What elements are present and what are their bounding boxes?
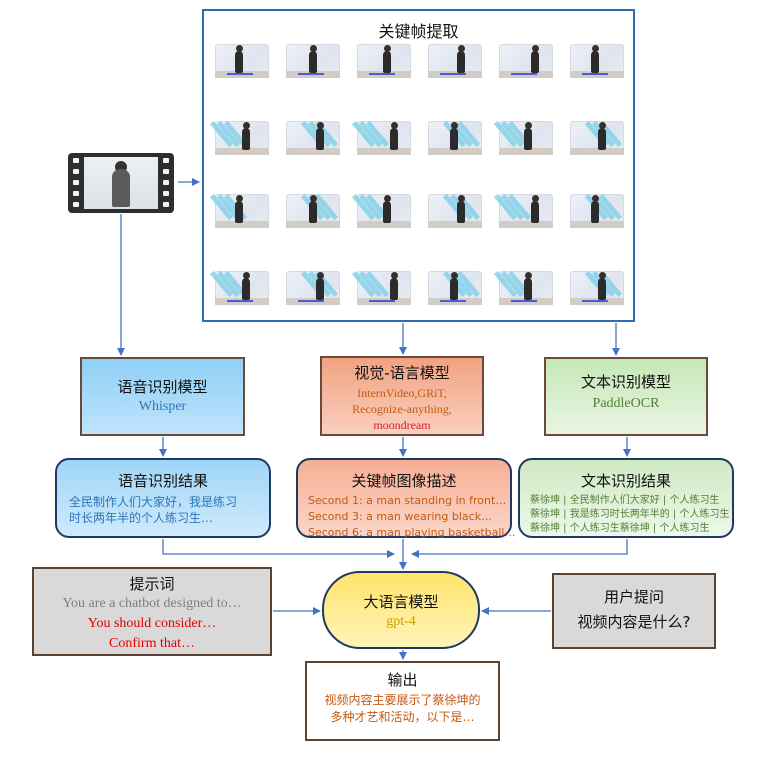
output-line-2: 多种才艺和活动，以下是… [330,710,475,724]
keyframe-panel-title: 关键帧提取 [378,22,459,41]
large-language-model-box: 大语言模型 gpt-4 [322,571,480,649]
film-sprocket-hole [163,169,169,174]
keyframe-thumbnail [570,120,624,155]
keyframe-thumbnail [351,120,411,155]
keyframe-extraction-panel: 关键帧提取 [202,9,635,322]
keyframe-thumbnail [215,44,269,78]
ocr-result-label: 文本识别结果 [580,472,671,490]
keyframe-thumbnail [493,193,553,228]
kf-desc-line-2: Second 3: a man wearing black… [308,510,493,523]
vlm-model-list-3: moondream [373,418,431,432]
speech-recognition-model-box: 语音识别模型 Whisper [80,357,245,436]
arrow-ocr-result-to-llm [411,539,628,558]
vlm-model-label: 视觉-语言模型 [354,364,450,382]
keyframe-thumbnail [428,44,482,78]
film-sprocket-hole [73,158,79,163]
keyframe-thumbnail [493,120,553,155]
user-question-text: 视频内容是什么? [577,613,691,631]
keyframe-thumbnail [209,193,269,228]
keyframe-thumbnail [357,44,411,78]
keyframe-thumbnail [570,270,624,305]
keyframe-thumbnail [428,270,482,305]
vision-language-model-box: 视觉-语言模型 InternVideo,GRiT, Recognize-anyt… [320,356,484,436]
llm-name: gpt-4 [386,614,416,629]
kf-desc-line-3: Second 6: a man playing basketball… [308,526,516,539]
kf-desc-line-1: Second 1: a man standing in front… [308,494,507,507]
user-question-label: 用户提问 [603,588,664,606]
prompt-line-1: You are a chatbot designed to… [62,596,242,611]
keyframe-description-box: 关键帧图像描述 Second 1: a man standing in fron… [296,458,516,539]
user-question-box: 用户提问 视频内容是什么? [552,573,716,649]
text-recognition-model-box: 文本识别模型 PaddleOCR [544,357,708,436]
keyframe-thumbnail [351,270,411,305]
film-sprocket-hole [73,202,79,207]
film-sprocket-hole [163,191,169,196]
kf-desc-label: 关键帧图像描述 [351,472,457,490]
speech-recognition-result-box: 语音识别结果 全民制作人们大家好，我是练习 时长两年半的个人练习生… [55,458,271,538]
ocr-result-line-2: 蔡徐坤 | 我是练习时长两年半的 | 个人练习生 [530,509,730,520]
asr-model-name: Whisper [138,399,187,414]
asr-model-label: 语音识别模型 [117,378,208,396]
llm-label: 大语言模型 [363,593,439,611]
prompt-label: 提示词 [129,575,175,593]
text-recognition-result-box: 文本识别结果 蔡徐坤 | 全民制作人们大家好 | 个人练习生 蔡徐坤 | 我是练… [518,458,734,538]
keyframe-thumbnail [499,44,553,78]
asr-result-line-2: 时长两年半的个人练习生… [69,511,214,525]
film-sprocket-hole [73,169,79,174]
keyframe-thumbnail [286,120,340,155]
vlm-model-list-2: Recognize-anything, [352,402,452,416]
ocr-model-name: PaddleOCR [592,396,660,411]
output-label: 输出 [387,671,418,689]
asr-result-line-1: 全民制作人们大家好，我是练习 [69,495,238,509]
film-sprocket-hole [73,180,79,185]
keyframe-thumbnail [570,193,624,228]
output-box: 输出 视频内容主要展示了蔡徐坤的 多种才艺和活动，以下是… [305,661,500,741]
ocr-result-line-3: 蔡徐坤 | 个人练习生蔡徐坤 | 个人练习生 [530,523,710,534]
film-sprocket-hole [163,158,169,163]
video-film-icon [68,153,174,213]
film-sprocket-hole [73,191,79,196]
keyframe-thumbnail [570,44,624,78]
keyframe-thumbnail [286,193,340,228]
keyframe-thumbnail [493,270,553,305]
ocr-model-label: 文本识别模型 [580,373,671,391]
keyframe-thumbnail [286,44,340,78]
keyframe-thumbnail [209,120,269,155]
ocr-result-line-1: 蔡徐坤 | 全民制作人们大家好 | 个人练习生 [530,495,720,506]
keyframe-thumbnail [428,193,482,228]
prompt-box: 提示词 You are a chatbot designed to… You s… [32,567,272,656]
keyframe-thumbnail [351,193,411,228]
output-line-1: 视频内容主要展示了蔡徐坤的 [324,693,481,707]
keyframe-thumbnail [286,270,340,305]
keyframe-thumbnail [428,120,482,155]
film-sprocket-hole [163,202,169,207]
prompt-line-3: Confirm that… [109,636,195,651]
film-sprocket-hole [163,180,169,185]
asr-result-label: 语音识别结果 [117,472,208,490]
keyframe-thumbnail [209,270,269,305]
vlm-model-list-1: InternVideo,GRiT, [357,386,447,400]
prompt-line-2: You should consider… [87,616,217,631]
arrow-asr-result-to-llm [162,539,395,558]
